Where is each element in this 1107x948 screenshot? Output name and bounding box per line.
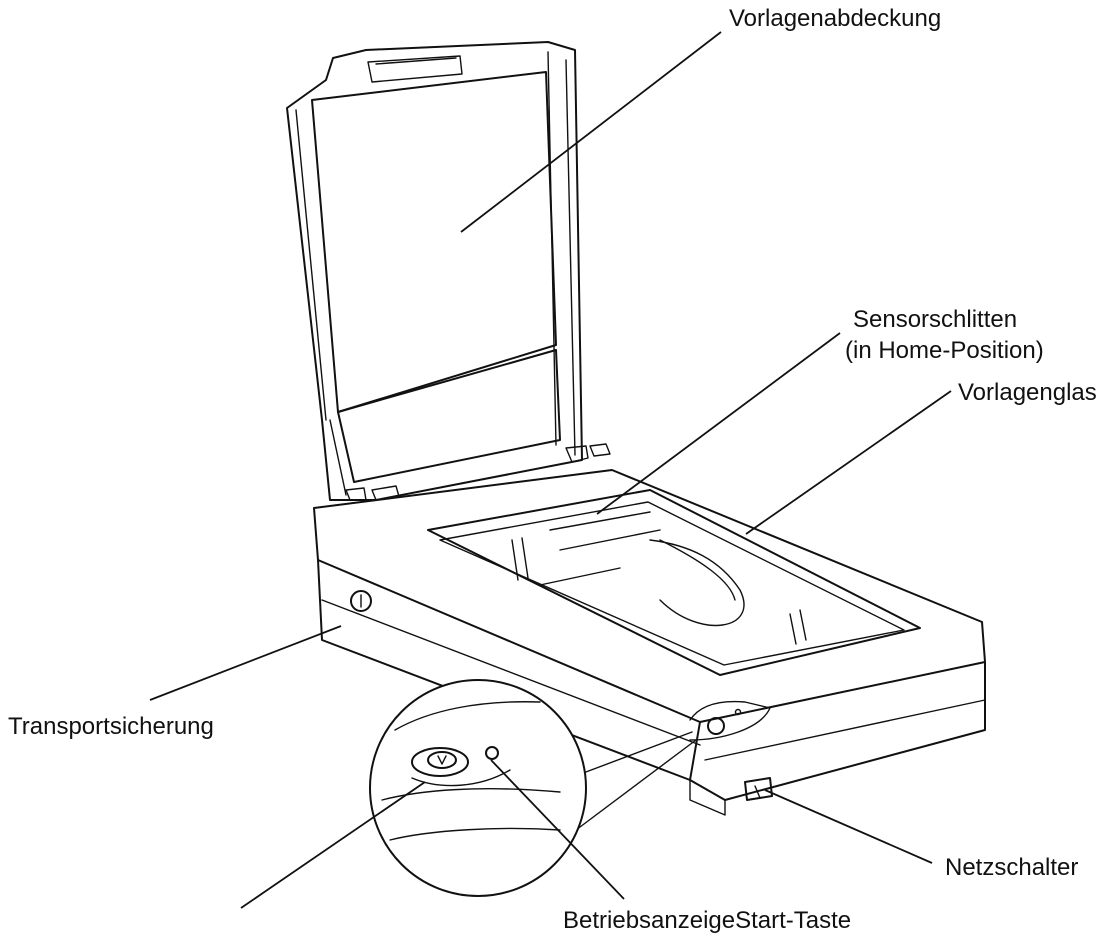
label-transport-lock: Transportsicherung [8, 713, 214, 740]
leader-power-switch [764, 789, 933, 864]
label-power-switch: Netzschalter [945, 854, 1079, 881]
label-document-glass: Vorlagenglas [958, 379, 1097, 406]
magnifier-detail [369, 679, 697, 897]
label-document-cover: Vorlagenabdeckung [729, 5, 942, 32]
label-sensor-carriage-1: Sensorschlitten [853, 306, 1018, 333]
label-sensor-carriage-2: (in Home-Position) [845, 337, 1044, 364]
label-status-start-button: BetriebsanzeigeStart-Taste [563, 907, 852, 934]
scanner-base [313, 469, 986, 816]
leader-start-button [240, 781, 426, 909]
leader-cover [460, 31, 722, 233]
leader-transport-lock [149, 625, 342, 701]
leader-lines [149, 31, 952, 909]
leader-carriage [596, 332, 841, 515]
leader-glass [745, 390, 952, 535]
leader-status-indicator [490, 759, 625, 900]
document-cover [286, 41, 611, 506]
